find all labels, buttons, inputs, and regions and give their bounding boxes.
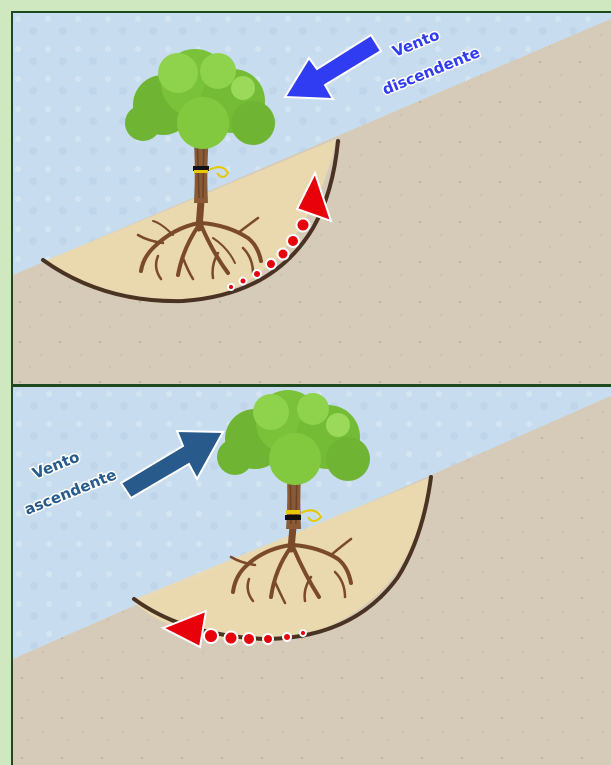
panel-downslope-wind: Vento discendente bbox=[11, 11, 611, 386]
panel-upslope-wind: Vento ascendente bbox=[11, 385, 611, 765]
panel-top-illustration: Vento discendente bbox=[13, 13, 611, 386]
panel-bottom-illustration: Vento ascendente bbox=[13, 387, 611, 765]
